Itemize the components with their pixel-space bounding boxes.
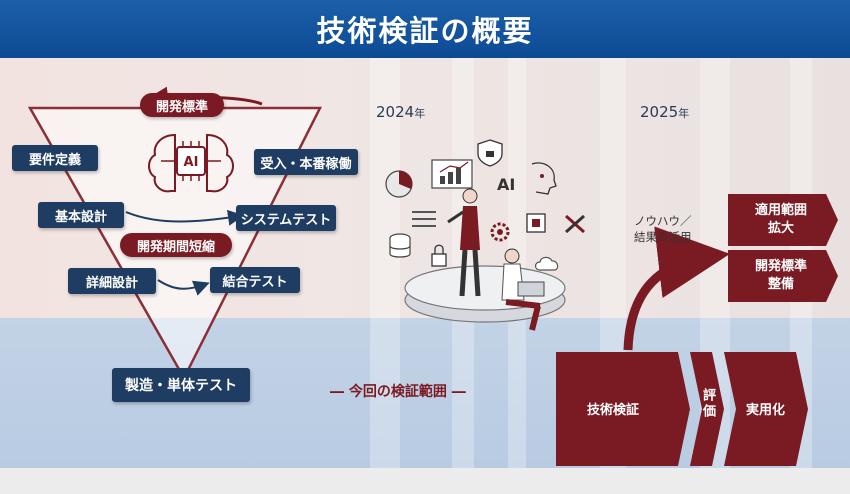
stage-tech-verification-label: 技術検証 <box>587 403 640 418</box>
outcome-scope-expansion-label: 適用範囲 拡大 <box>754 203 807 236</box>
shield-lock-icon <box>477 139 503 167</box>
standing-person-icon <box>447 188 481 297</box>
database-icon <box>389 233 411 258</box>
pie-chart-icon <box>385 170 413 198</box>
scope-label: ― 今回の検証範囲 ― <box>330 384 466 400</box>
robot-head-icon <box>531 162 557 195</box>
requirements-definition-box: 要件定義 <box>12 145 98 171</box>
knowhow-arrow <box>623 226 730 351</box>
year-2025-label: 2025年 <box>640 103 690 121</box>
acceptance-production-box: 受入・本番稼働 <box>254 149 358 175</box>
knowhow-label: ノウハウ／ 結果の活用 <box>634 214 692 244</box>
stage-tech-verification <box>556 352 690 466</box>
tools-icon <box>565 214 585 234</box>
detail-to-combined-arrow <box>157 279 210 296</box>
dev-period-shortening-pill: 開発期間短縮 <box>120 233 232 257</box>
detail-design-box: 詳細設計 <box>68 268 156 294</box>
stage-practical-use-label: 実用化 <box>746 403 786 418</box>
list-icon <box>412 211 436 227</box>
ai-brain-icon: AI <box>148 133 234 193</box>
cloud-icon <box>534 256 559 271</box>
year-2024-label: 2024年 <box>376 103 426 121</box>
sitting-person-icon <box>501 248 545 331</box>
padlock-icon <box>431 244 447 267</box>
outcome-standard-development-label: 開発標準 整備 <box>754 259 807 292</box>
stage-practical-use <box>724 352 808 466</box>
ai-chip-label: AI <box>184 155 199 170</box>
manufacturing-unit-test-box: 製造・単体テスト <box>112 368 250 402</box>
bottom-strip <box>0 468 850 494</box>
bg-stripe <box>508 58 526 468</box>
stage-evaluation-label: 評価 <box>700 388 715 420</box>
ai-text-icon: AI <box>497 175 515 194</box>
bg-stripe <box>370 58 400 468</box>
bar-chart-icon <box>431 159 473 189</box>
combined-test-box: 結合テスト <box>210 267 300 293</box>
outcome-scope-expansion <box>728 194 838 246</box>
stage-evaluation <box>690 352 724 466</box>
ai-work-illustration: AI <box>385 139 585 331</box>
basic-to-system-arrow <box>125 209 244 226</box>
basic-design-box: 基本設計 <box>38 202 124 228</box>
dev-standard-pill: 開発標準 <box>140 93 224 117</box>
outcome-standard-development <box>728 250 838 302</box>
chip-icon <box>526 213 546 233</box>
title-bar: 技術検証の概要 <box>0 0 850 58</box>
page-title: 技術検証の概要 <box>316 14 534 48</box>
system-test-box: システムテスト <box>236 205 336 231</box>
gear-icon <box>490 222 510 242</box>
